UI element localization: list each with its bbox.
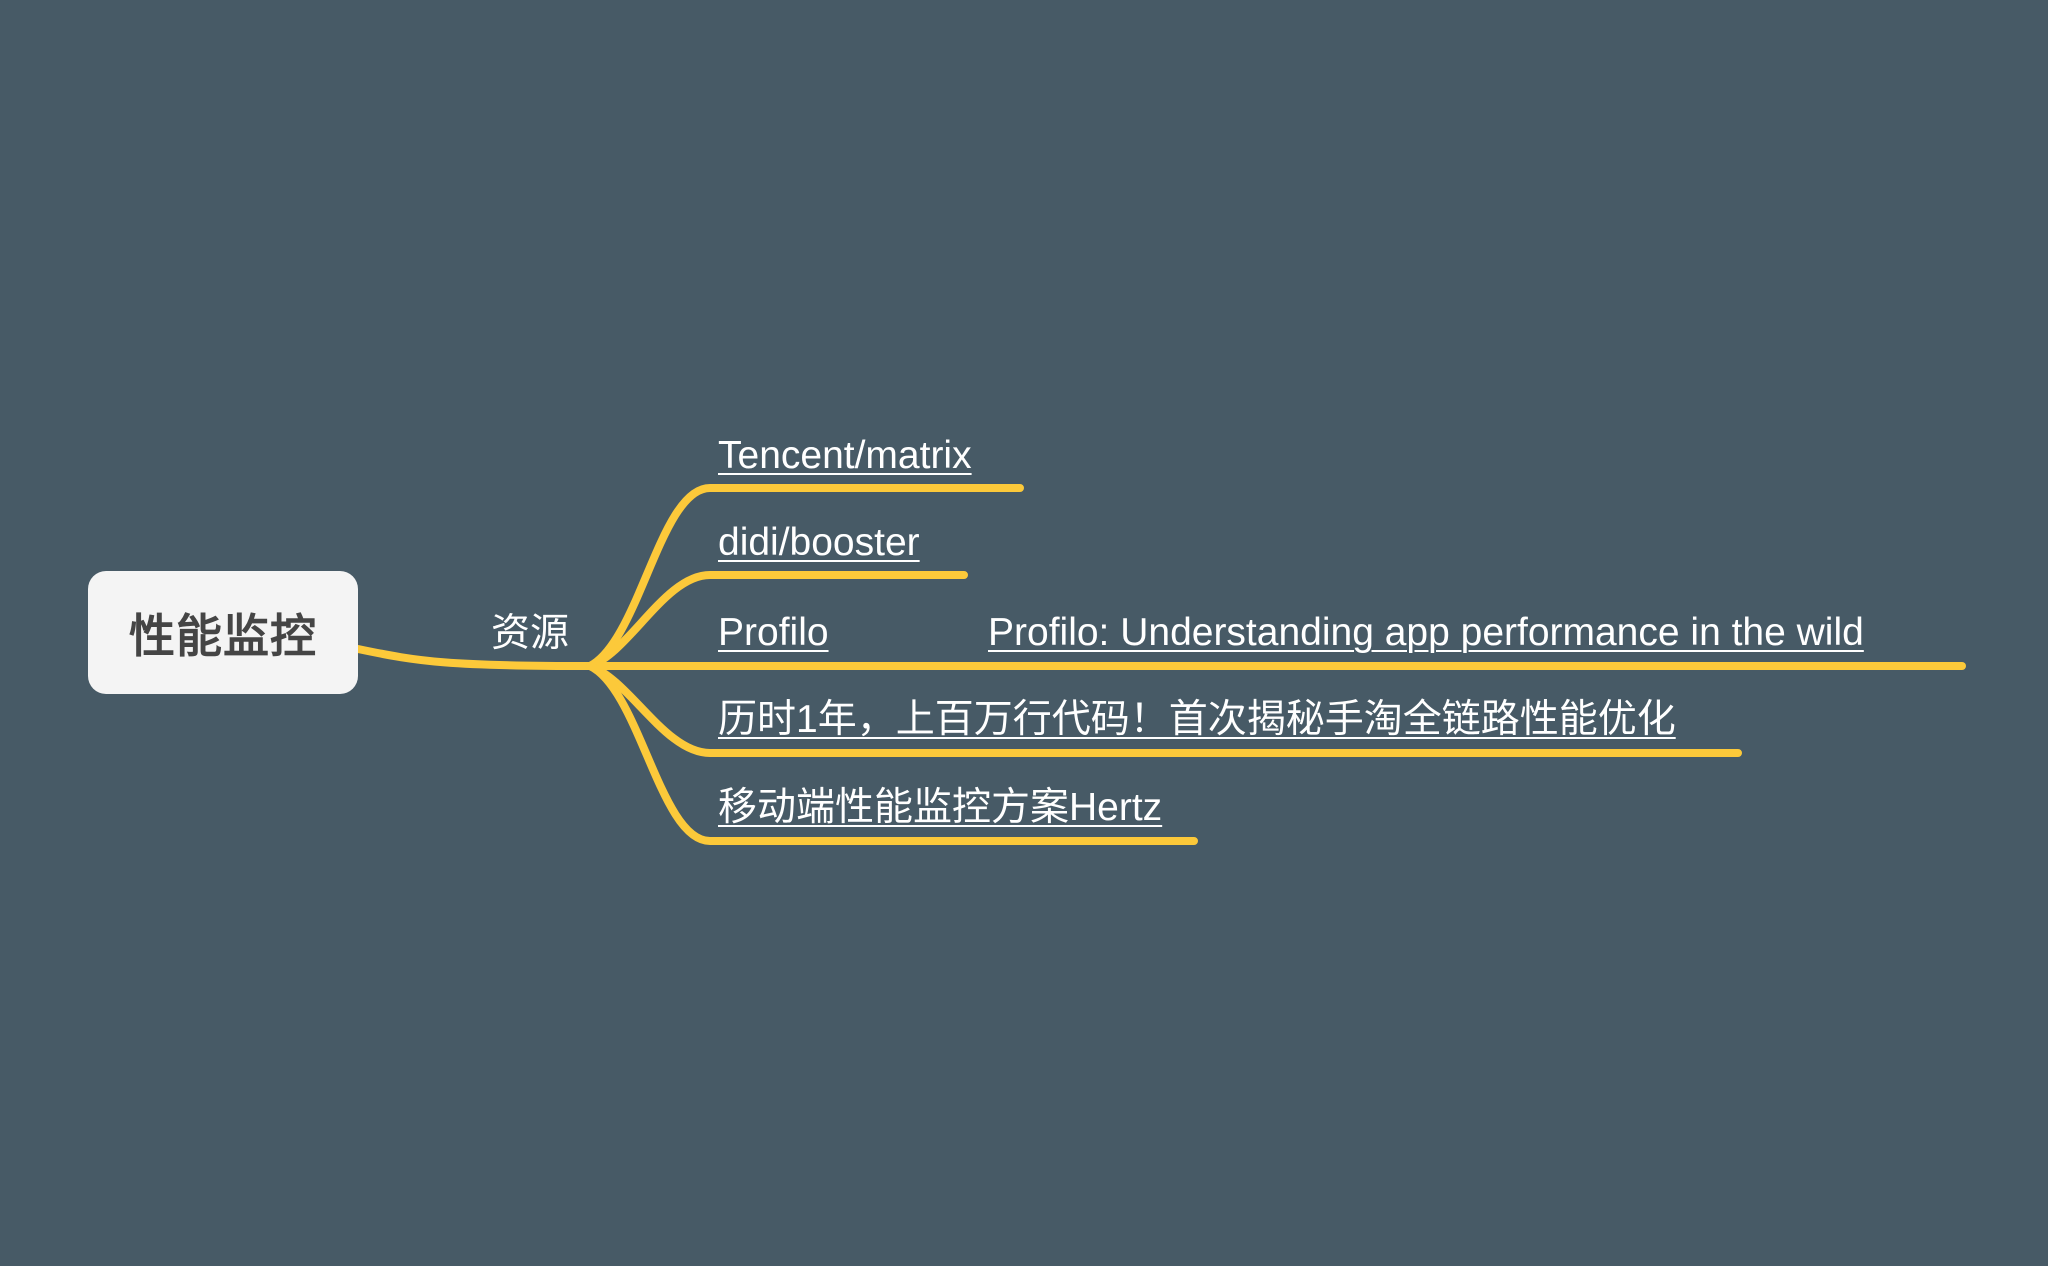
branch-topic-resources[interactable]: 资源 <box>491 611 570 656</box>
leaf-link-tencent-matrix[interactable]: Tencent/matrix <box>718 434 972 477</box>
leaf-link-profilo-paper[interactable]: Profilo: Understanding app performance i… <box>988 611 1864 654</box>
connector-root-to-branch <box>354 645 594 670</box>
leaf-link-profilo[interactable]: Profilo <box>718 611 829 654</box>
leaf-link-taobao-performance[interactable]: 历时1年，上百万行代码！首次揭秘手淘全链路性能优化 <box>718 698 1676 741</box>
connector-branch-to-leaf-2 <box>586 571 968 670</box>
root-topic-label: 性能监控 <box>129 608 317 663</box>
connector-branch-to-leaf-1 <box>586 484 1024 670</box>
leaf-link-hertz[interactable]: 移动端性能监控方案Hertz <box>718 786 1163 829</box>
connector-branch-to-leaf-5 <box>586 662 1198 845</box>
leaf-link-didi-booster[interactable]: didi/booster <box>718 521 920 564</box>
root-topic[interactable]: 性能监控 <box>88 571 358 694</box>
